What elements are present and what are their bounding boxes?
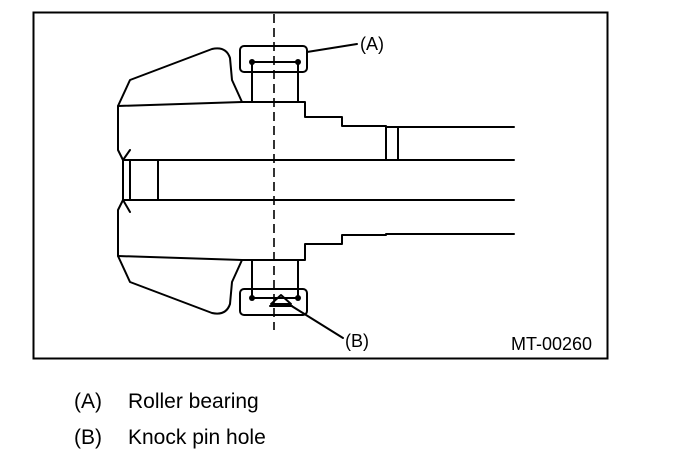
leader-line-a: [306, 43, 358, 53]
legend-item: (B) Knock pin hole: [74, 426, 266, 450]
legend-tag: (B): [74, 426, 102, 449]
legend-tag: (A): [74, 390, 102, 413]
shaft-lower-profile: [241, 233, 515, 261]
gear-head-outline: [117, 47, 243, 315]
bearing-lower-races: [251, 259, 299, 299]
legend-text: Roller bearing: [128, 390, 259, 413]
gear-face-line-top: [117, 101, 243, 107]
gear-face-line-bottom: [117, 255, 243, 261]
legend-text: Knock pin hole: [128, 426, 266, 449]
bore-chamfer: [129, 159, 159, 201]
figure-code: MT-00260: [511, 334, 592, 354]
diagram-frame: [32, 11, 609, 360]
gear-bevel-line-top: [122, 149, 131, 161]
bearing-upper-races: [251, 61, 299, 103]
shaft-upper-profile: [241, 101, 515, 128]
legend-item: (A) Roller bearing: [74, 390, 259, 414]
bearing-dot: [249, 59, 255, 65]
shaft-groove: [385, 126, 399, 161]
bearing-dot: [295, 59, 301, 65]
bearing-dot: [249, 295, 255, 301]
central-bore: [122, 159, 515, 201]
label-b: (B): [345, 331, 369, 351]
knock-pin-hole: [269, 294, 293, 307]
bearing-dot: [295, 295, 301, 301]
leader-line-b: [289, 304, 344, 339]
label-a: (A): [360, 34, 384, 54]
gear-bevel-line-bottom: [122, 199, 131, 213]
